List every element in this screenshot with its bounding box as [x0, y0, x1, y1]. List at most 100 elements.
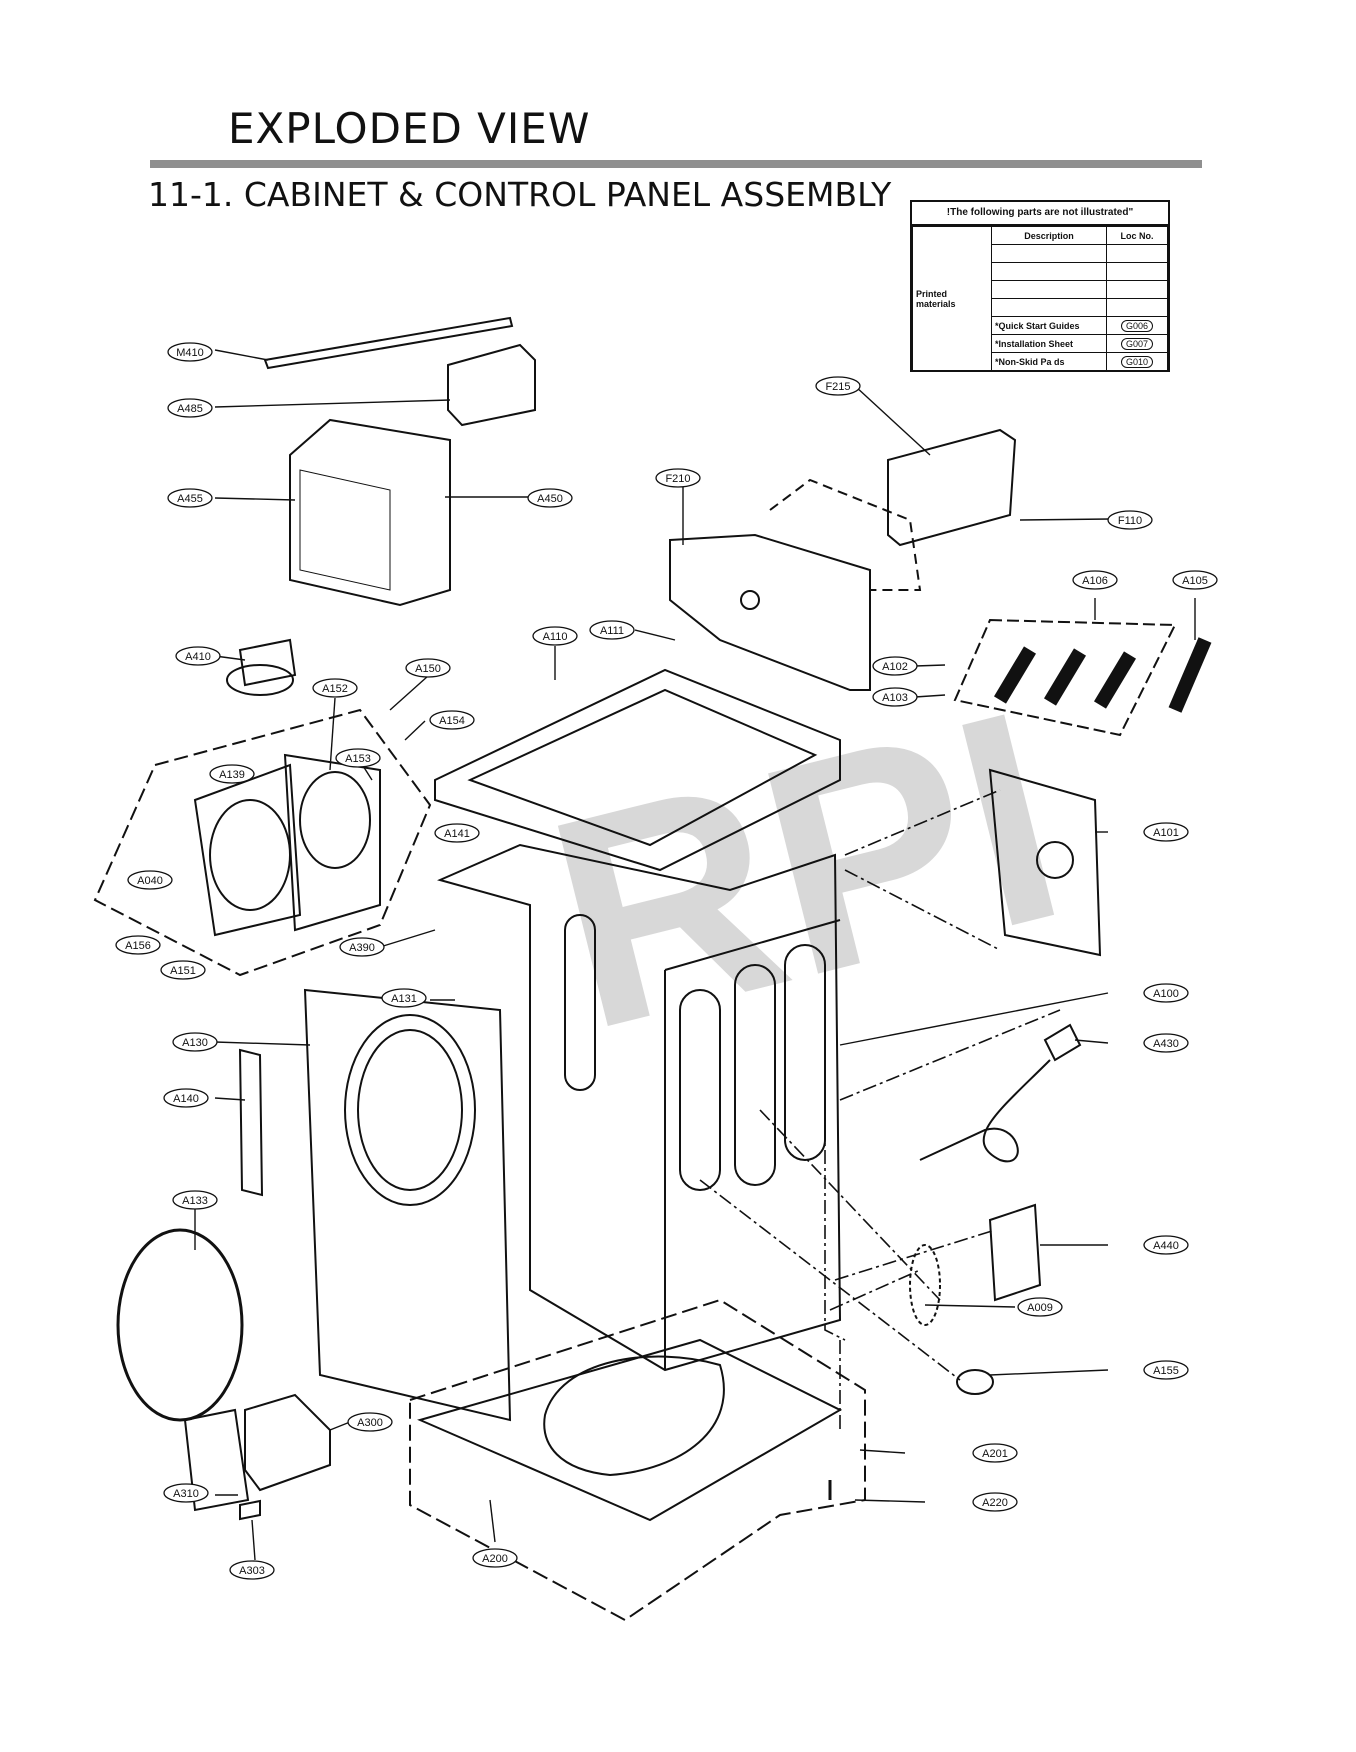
callout-a154: A154: [429, 710, 475, 730]
callout-oval: [312, 678, 358, 698]
callout-oval: [172, 1190, 218, 1210]
guide-line: [759, 1109, 941, 1301]
callout-label: A152: [322, 683, 348, 695]
callout-oval: [115, 935, 161, 955]
damper-part: [1168, 637, 1212, 713]
callout-oval: [405, 658, 451, 678]
callout-label: A220: [982, 1497, 1008, 1509]
callout-label: A131: [391, 993, 417, 1005]
callout-oval: [527, 488, 573, 508]
callout-oval: [532, 626, 578, 646]
front-panel-part: [669, 533, 871, 691]
page-title: EXPLODED VIEW: [228, 104, 591, 153]
callout-oval: [229, 1560, 275, 1580]
callout-oval: [1143, 822, 1189, 842]
callout-a200: A200: [472, 1548, 518, 1568]
callout-label: A154: [439, 715, 465, 727]
callout-a450: A450: [527, 488, 573, 508]
not-illustrated-table: !The following parts are not illustrated…: [910, 200, 1170, 372]
callout-a103: A103: [872, 687, 918, 707]
group-label: Printed materials: [912, 226, 992, 371]
callout-oval: [381, 988, 427, 1008]
guide-line: [824, 1100, 846, 1341]
front-cabinet-door-ring-part: [344, 1014, 476, 1206]
guide-line: [699, 1179, 961, 1381]
section-title: 11-1. CABINET & CONTROL PANEL ASSEMBLY: [148, 175, 892, 214]
callout-a040: A040: [127, 870, 173, 890]
back-cover-part: [988, 768, 1102, 957]
callout-a102: A102: [872, 656, 918, 676]
callout-label: A139: [219, 769, 245, 781]
callout-a156: A156: [115, 935, 161, 955]
callout-label: A100: [1153, 988, 1179, 1000]
callout-oval: [160, 960, 206, 980]
cabinet-inner-rib-part: [564, 914, 596, 1091]
damper-part: [1093, 651, 1137, 709]
title-rule: [150, 160, 1202, 168]
callout-a390: A390: [339, 937, 385, 957]
motor-part: [238, 638, 297, 687]
callout-a440: A440: [1143, 1235, 1189, 1255]
callout-label: A140: [173, 1093, 199, 1105]
callout-oval: [655, 468, 701, 488]
pcb-grid-part: [299, 469, 391, 591]
top-plate-part: [434, 668, 841, 872]
callout-label: A133: [182, 1195, 208, 1207]
damper-part: [993, 646, 1037, 704]
not-illustrated-heading: !The following parts are not illustrated…: [912, 202, 1168, 226]
callout-label: A310: [173, 1488, 199, 1500]
callout-oval: [172, 1032, 218, 1052]
callout-f215: F215: [815, 376, 861, 396]
row-loc: G007: [1120, 337, 1154, 350]
callout-label: A151: [170, 965, 196, 977]
cabinet-rib-part: [679, 989, 721, 1191]
callout-label: A141: [444, 828, 470, 840]
back-cover-emblem-part: [1036, 841, 1074, 879]
callout-label: A390: [349, 942, 375, 954]
base-frame-part: [417, 1338, 843, 1522]
spring-part: [239, 1499, 261, 1521]
cabinet-rib-part: [734, 964, 776, 1186]
table-row: *Installation Sheet G007: [913, 334, 1168, 353]
watermark-text: RPI: [523, 646, 1090, 1093]
front-cabinet-door-hole-part: [357, 1029, 463, 1191]
callout-oval: [1143, 1033, 1189, 1053]
callout-oval: [209, 764, 255, 784]
callout-a151: A151: [160, 960, 206, 980]
callout-label: A009: [1027, 1302, 1053, 1314]
foot-cap-part: [956, 1369, 994, 1395]
callout-a139: A139: [209, 764, 255, 784]
callout-label: A106: [1082, 575, 1108, 587]
callout-oval: [972, 1443, 1018, 1463]
callout-a485: A485: [167, 398, 213, 418]
callout-f210: F210: [655, 468, 701, 488]
power-plug-part: [1043, 1023, 1082, 1062]
cabinet-edge-part: [664, 919, 841, 971]
table-row: [913, 280, 1168, 299]
callout-a106: A106: [1072, 570, 1118, 590]
callout-label: A153: [345, 753, 371, 765]
cabinet-rib-part: [784, 944, 826, 1161]
filter-clip-part: [909, 1244, 941, 1326]
callout-oval: [872, 687, 918, 707]
door-group-frame-part: [93, 708, 432, 977]
callout-a100: A100: [1143, 983, 1189, 1003]
callout-label: A300: [357, 1417, 383, 1429]
callout-label: A455: [177, 493, 203, 505]
control-frame-part: [769, 478, 922, 591]
callout-oval: [815, 376, 861, 396]
callout-oval: [163, 1088, 209, 1108]
row-description: *Non-Skid Pa ds: [991, 352, 1107, 371]
callout-a141: A141: [434, 823, 480, 843]
front-cabinet-part: [303, 988, 512, 1422]
callout-a152: A152: [312, 678, 358, 698]
callout-a130: A130: [172, 1032, 218, 1052]
callout-oval: [1143, 1360, 1189, 1380]
callout-oval: [167, 398, 213, 418]
callout-label: A156: [125, 940, 151, 952]
callout-label: A150: [415, 663, 441, 675]
motor-base-part: [226, 664, 294, 696]
callout-a111: A111: [589, 620, 635, 640]
callout-label: A440: [1153, 1240, 1179, 1252]
